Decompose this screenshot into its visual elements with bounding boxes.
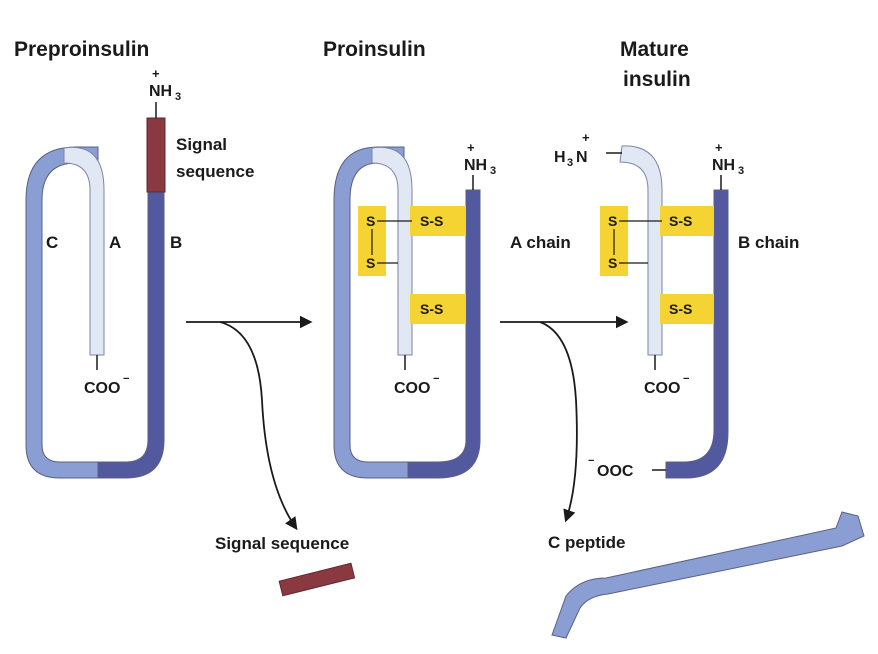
- preproinsulin-nh-charge: +: [152, 66, 160, 81]
- preproinsulin-molecule: [25, 102, 166, 479]
- mature-coo-label: COO: [644, 380, 680, 397]
- label-c: C: [46, 233, 58, 252]
- proinsulin-ss-bottom-label: S-S: [420, 301, 443, 317]
- mature-h-label: H: [554, 149, 566, 166]
- proinsulin-s-top: S: [366, 213, 375, 229]
- preproinsulin-nh-sub: 3: [175, 91, 181, 103]
- mature-nh-label: NH: [712, 157, 735, 174]
- preproinsulin-signal-segment: [146, 117, 166, 193]
- proinsulin-b-chain: [407, 189, 481, 479]
- product-c-peptide-label: C peptide: [548, 533, 625, 552]
- released-signal-peptide: [278, 562, 356, 597]
- signal-label-line1: Signal: [176, 135, 227, 154]
- mature-s-bottom: S: [608, 255, 617, 271]
- mature-h-sub: 3: [567, 157, 573, 169]
- proinsulin-nh-charge: +: [467, 140, 475, 155]
- label-a: A: [109, 233, 121, 252]
- title-preproinsulin: Preproinsulin: [14, 38, 149, 61]
- proinsulin-coo-label: COO: [394, 380, 430, 397]
- product-signal-sequence-label: Signal sequence: [215, 534, 349, 553]
- preproinsulin-nh-label: NH: [149, 83, 172, 100]
- mature-nh-charge: +: [715, 140, 723, 155]
- mature-coo-charge: −: [683, 373, 689, 385]
- mature-ss-bottom-label: S-S: [669, 301, 692, 317]
- proinsulin-s-bottom: S: [366, 255, 375, 271]
- preproinsulin-coo-label: COO: [84, 380, 120, 397]
- preproinsulin-a-chain: [63, 146, 105, 356]
- proinsulin-c-loop: [333, 146, 409, 479]
- proinsulin-ss-box-top: [410, 206, 466, 236]
- label-a-chain: A chain: [510, 233, 571, 252]
- mature-b-chain: [665, 189, 729, 479]
- title-mature-line1: Mature: [620, 38, 689, 61]
- label-b-chain: B chain: [738, 233, 799, 252]
- mature-ooc-charge: −: [588, 455, 594, 467]
- released-c-peptide: [551, 511, 865, 639]
- mature-ss-box-top: [660, 206, 714, 236]
- title-proinsulin: Proinsulin: [323, 38, 426, 61]
- mature-s-top: S: [608, 213, 617, 229]
- mature-ooc-label: OOC: [597, 463, 634, 480]
- preproinsulin-coo-charge: −: [123, 373, 129, 385]
- preproinsulin-c-loop: [25, 146, 99, 479]
- title-mature-line2: insulin: [623, 68, 691, 91]
- arrow-signal-release: [219, 321, 298, 531]
- mature-ss-box-bottom: [660, 294, 714, 324]
- label-b: B: [170, 233, 182, 252]
- mature-nh-sub: 3: [738, 165, 744, 177]
- proinsulin-nh-sub: 3: [490, 165, 496, 177]
- signal-label-line2: sequence: [176, 162, 254, 181]
- proinsulin-coo-charge: −: [433, 373, 439, 385]
- proinsulin-ss-top-label: S-S: [420, 213, 443, 229]
- proinsulin-ss-box-bottom: [410, 294, 466, 324]
- proinsulin-molecule: [333, 146, 481, 479]
- arrow-c-peptide-release: [539, 321, 578, 523]
- mature-insulin-molecule: [600, 145, 729, 479]
- proinsulin-nh-label: NH: [464, 157, 487, 174]
- preproinsulin-b-segment: [97, 191, 165, 479]
- mature-n-charge: +: [582, 130, 590, 145]
- mature-ss-top-label: S-S: [669, 213, 692, 229]
- mature-n-label: N: [576, 149, 588, 166]
